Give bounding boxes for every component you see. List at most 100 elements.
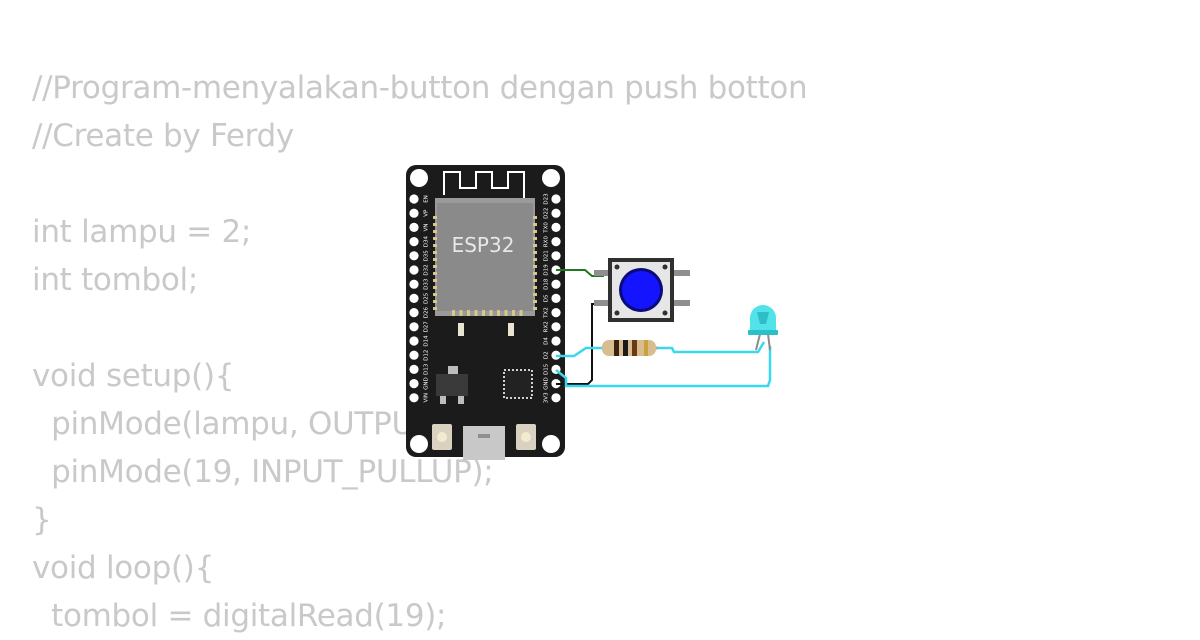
module-pad [433, 272, 437, 275]
esp32-chip [437, 203, 533, 311]
led[interactable] [748, 305, 778, 351]
module-pad [433, 216, 437, 219]
module-pad [519, 310, 523, 316]
pin-label: D25 [424, 292, 430, 304]
pin-label: D34 [424, 235, 430, 247]
pin-label: D27 [424, 321, 430, 333]
pin-label: D26 [424, 306, 430, 318]
pin-d32[interactable] [409, 265, 419, 275]
pin-3v3[interactable] [551, 393, 561, 403]
pin-d33[interactable] [409, 279, 419, 289]
module-pad [433, 251, 437, 254]
pin-d14[interactable] [409, 336, 419, 346]
pin-vin[interactable] [409, 393, 419, 403]
en-button[interactable] [432, 424, 452, 450]
code-editor-text: //Program-menyalakan-button dengan push … [32, 64, 808, 640]
pin-d18[interactable] [551, 279, 561, 289]
module-pad [459, 310, 463, 316]
esp32-board[interactable]: ESP32 ENVPVND34D35D32D33D25D26D27D14D12D… [406, 165, 565, 460]
pin-d34[interactable] [409, 237, 419, 247]
module-pad [433, 258, 437, 261]
pin-d21[interactable] [551, 251, 561, 261]
pin-label: TX2 [544, 307, 550, 319]
pin-label: D5 [544, 294, 550, 302]
pin-label: GND [424, 377, 430, 390]
module-pad [452, 310, 455, 316]
pin-tx2[interactable] [551, 308, 561, 318]
pin-d13[interactable] [409, 364, 419, 374]
pin-label: VIN [424, 393, 430, 403]
wire-cyan-d2 [556, 346, 604, 358]
mount-hole [542, 435, 560, 453]
pin-label: 3V3 [544, 392, 550, 403]
pin-d4[interactable] [551, 336, 561, 346]
pin-label: D33 [424, 278, 430, 290]
code-line: //Program-menyalakan-button dengan push … [32, 70, 808, 106]
pin-tx0[interactable] [551, 222, 561, 232]
smd-part [508, 323, 514, 336]
code-line: void setup(){ [32, 358, 235, 394]
pin-d5[interactable] [551, 293, 561, 303]
code-line: void loop(){ [32, 550, 214, 586]
code-line: //Create by Ferdy [32, 118, 294, 154]
pin-label: VP [424, 209, 430, 217]
button-cap [622, 271, 660, 309]
code-line: int tombol; [32, 262, 198, 298]
pin-d23[interactable] [551, 194, 561, 204]
wire-cyan-resistor-led [658, 341, 766, 354]
module-pad [433, 244, 437, 247]
push-button[interactable] [594, 258, 690, 322]
pin-label: D12 [424, 350, 430, 361]
pin-d12[interactable] [409, 350, 419, 360]
pin-rx2[interactable] [551, 322, 561, 332]
pin-label: D13 [424, 363, 430, 375]
pin-d35[interactable] [409, 251, 419, 261]
module-pad [533, 258, 537, 261]
pin-d25[interactable] [409, 293, 419, 303]
pin-label: D14 [424, 335, 430, 347]
pin-vn[interactable] [409, 222, 419, 232]
module-pads [433, 216, 537, 316]
module-pad [482, 310, 485, 316]
pin-label: D4 [544, 337, 550, 345]
code-line: pinMode(19, INPUT_PULLUP); [32, 454, 494, 490]
pin-label: RX2 [544, 321, 550, 332]
module-pad [533, 279, 537, 282]
code-line: int lampu = 2; [32, 214, 252, 250]
pin-gnd[interactable] [409, 379, 419, 389]
pin-label: D18 [544, 278, 550, 290]
resistor [602, 340, 658, 356]
voltage-regulator [436, 366, 468, 404]
usb-uart-chip [503, 369, 533, 399]
chip-label: ESP32 [452, 233, 515, 257]
usb-port-slot [478, 434, 490, 438]
module-pad [533, 230, 537, 233]
pin-d27[interactable] [409, 322, 419, 332]
module-pad [533, 286, 537, 289]
antenna-trace [443, 171, 525, 200]
mount-hole [410, 169, 428, 187]
module-pad [433, 265, 437, 268]
module-pad [433, 279, 437, 282]
pin-label: EN [424, 195, 430, 203]
pin-rx0[interactable] [551, 237, 561, 247]
module-pad [533, 251, 537, 254]
module-pad [512, 310, 515, 316]
module-pad [497, 310, 500, 316]
module-pad [533, 272, 537, 275]
pin-d26[interactable] [409, 308, 419, 318]
pin-vp[interactable] [409, 208, 419, 218]
module-pad [533, 216, 537, 219]
pin-d22[interactable] [551, 208, 561, 218]
module-pad [474, 310, 478, 316]
module-pad [433, 230, 437, 233]
mount-hole [542, 169, 560, 187]
pin-label: GND [544, 377, 550, 390]
pin-label: D23 [544, 193, 550, 205]
code-line: } [32, 502, 52, 538]
module-pad [433, 237, 437, 240]
pin-label: D15 [544, 363, 550, 375]
boot-button[interactable] [516, 424, 536, 450]
pin-en[interactable] [409, 194, 419, 204]
